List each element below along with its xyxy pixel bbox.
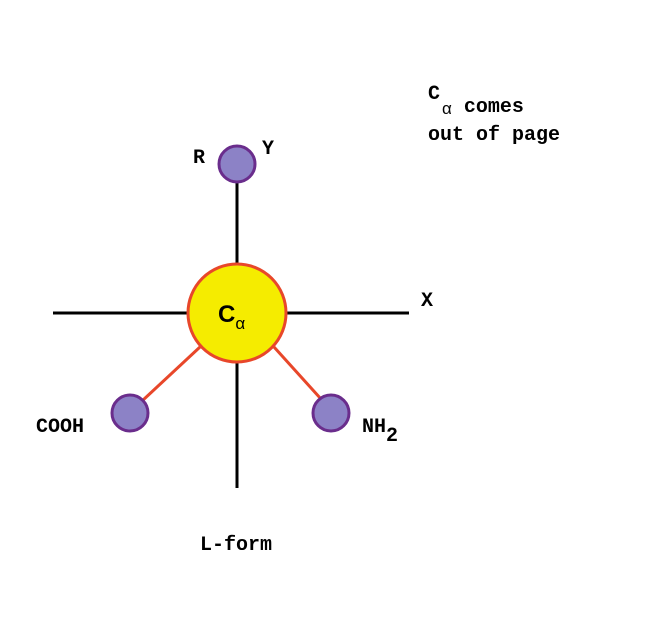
label-r: R (193, 147, 205, 170)
label-x: X (421, 290, 433, 313)
note-line1: Cα comes (428, 83, 524, 119)
alpha-carbon (186, 262, 288, 364)
label-y: Y (262, 138, 274, 161)
atom-nh2 (311, 393, 351, 433)
label-form: L-form (200, 534, 272, 557)
note-line2: out of page (428, 124, 560, 147)
label-nh2: NH2 (362, 416, 398, 448)
bond-nh2 (272, 345, 323, 401)
atom-r (217, 144, 257, 184)
atom-cooh (110, 393, 150, 433)
alpha-carbon-label: Cα (218, 301, 245, 333)
bond-cooh (140, 345, 202, 403)
label-cooh: COOH (36, 416, 84, 439)
